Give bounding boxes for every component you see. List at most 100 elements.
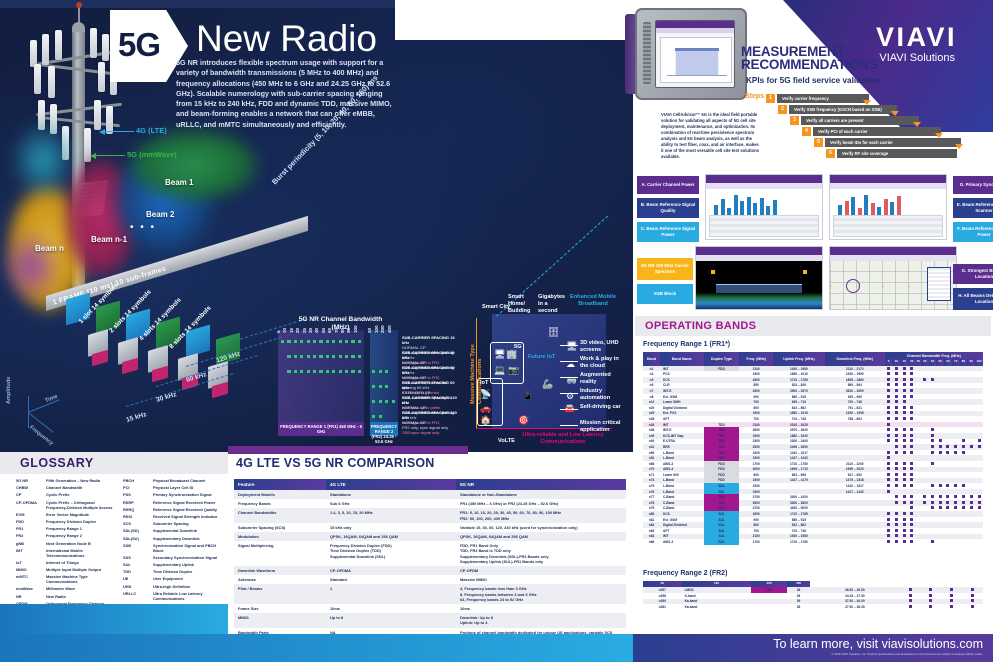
glossary-definition: Reference Signal Received Power [153,499,216,505]
screenshot-body [706,189,822,239]
glossary-definition: Next Generation Node B [46,540,91,546]
table-cell: Antennas [234,575,326,585]
band-cbw-cell [928,449,937,456]
glossary-term: SUL [123,562,131,568]
support-square-icon [902,377,906,381]
band-cbw-cell [884,404,893,411]
support-square-icon [930,461,934,465]
band-cbw-cell [884,393,893,400]
band-name: L-Band [660,455,704,461]
band-cbw-cell [892,511,901,517]
band-cbw-cell [962,587,983,593]
uplink-frequency: 1920 – 1980 [772,365,825,372]
band-cbw-column-header: 90 [967,359,976,366]
screenshot-titlebar [696,247,822,255]
fiveg-group-box [490,342,524,384]
band-cbw-cell [915,382,921,389]
band-cbw-cell [907,494,916,501]
band-cbw-cell [975,455,983,461]
antenna-panel [94,100,101,130]
band-cbw-column-header: 25 [915,359,921,366]
band-cbw-cell [915,522,921,529]
support-square-icon [930,428,934,432]
support-square-icon [902,428,906,432]
duplex-type [703,371,740,377]
screenshot-carrier-power[interactable] [705,174,823,240]
screenshot-coverage-map[interactable] [829,246,957,310]
glossary-term: RSRQ [123,506,135,512]
band-cbw-column-header: 10 [892,359,901,366]
band-cbw-cell [967,516,976,523]
cbw-header: 5 [276,330,281,333]
band-cbw-cell [951,455,960,461]
bar-chart [714,193,777,219]
comparison-column-header: Feature [234,479,326,490]
support-square-icon [887,411,891,415]
band-number: n5 [643,382,661,389]
band-cbw-cell [936,382,945,389]
band-cbw-cell [892,365,901,372]
band-cbw-cell [920,449,929,456]
band-cbw-cell [920,399,929,405]
antenna-panel [48,66,55,98]
band-cbw-cell [951,421,960,428]
band-cbw-column-header: 70 [951,359,960,366]
band-cbw-cell [944,399,952,405]
table-cell: CP-OFDM [456,566,626,576]
support-square-icon [894,512,898,516]
cbw-support-dot [345,340,349,344]
gallery-label-j: SSB Block [637,284,693,304]
support-square-icon [902,512,906,516]
band-number: n74 [643,477,661,484]
band-cbw-cell [975,371,983,377]
support-square-icon [894,450,898,454]
band-cbw-cell [936,438,945,445]
band-cbw-cell [928,416,937,422]
uplink-downlink-frequency: 26.50 – 29.50 [810,587,900,593]
usecase-smarthome-label: Smart Home/ Building [508,294,531,314]
band-cbw-cell [900,365,908,372]
band-cbw-cell [900,488,908,495]
band-cbw-cell [967,432,976,439]
band-cbw-cell [915,511,921,517]
footer-legal: © 2019 VIAVI Solutions, Inc. Product spe… [831,652,983,656]
band-cbw-cell [975,511,983,517]
glossary-definition: Received Signal Strength Indicator [153,513,218,519]
support-square-icon [923,377,927,381]
support-square-icon [971,588,975,592]
glossary-term: CP-OFDMA [16,499,37,505]
band-cbw-cell [975,505,983,512]
band-cbw-cell [920,393,929,400]
support-square-icon [930,444,934,448]
band-cbw-cell [936,388,945,394]
table-cell: Frame Size [234,604,326,614]
band-number: n260 [643,598,682,605]
band-frequency: 2100 [739,421,773,428]
cbw-fr1-grid [278,330,364,436]
band-cbw-cell [907,460,916,467]
band-cbw-cell [892,455,901,461]
duplex-type [703,410,740,417]
band-cbw-cell [915,416,921,422]
band-cbw-cell [884,444,893,450]
band-cbw-cell [892,449,901,456]
operating-bands-header-bar [635,316,991,336]
screenshot-carrier-spectrum[interactable] [695,246,823,310]
band-cbw-cell [892,427,901,433]
screenshot-beam-scanner[interactable] [829,174,947,240]
duplex-type: SUL [703,539,740,545]
duplex-type: FDD [703,477,740,484]
spectrum-marker [802,269,807,274]
cbw-support-dot [306,355,310,359]
measurement-title: MEASUREMENT RECOMMENDATIONS [741,45,878,72]
band-cbw-cell [951,516,960,523]
band-name: Lower 600 [660,472,704,478]
cbw-header: 20 [295,327,301,333]
band-cbw-cell [892,500,901,506]
